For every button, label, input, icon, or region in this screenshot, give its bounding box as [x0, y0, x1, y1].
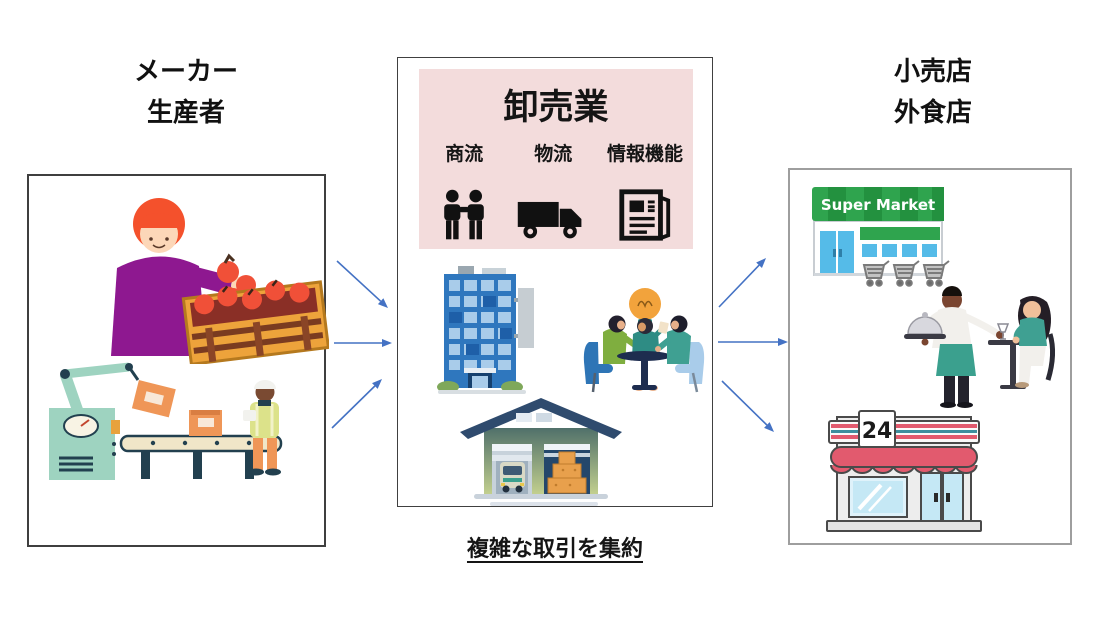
meeting-table — [617, 351, 671, 390]
store-sign-band — [828, 420, 980, 444]
store-doors — [920, 472, 964, 522]
wholesale-box: 卸売業 商流 — [397, 57, 713, 507]
convenience-store-illustration: 24 — [826, 410, 982, 532]
newspaper-icon — [619, 189, 671, 241]
retail-header-line1: 小売店 — [893, 57, 972, 87]
store-awning — [830, 446, 978, 474]
supermarket-entrance — [820, 231, 854, 275]
wholesale-functions-row: 商流 物流 — [419, 139, 693, 244]
belt-boxes — [189, 410, 222, 436]
function-butsuryu-label: 物流 — [534, 143, 573, 165]
factory-worker — [243, 380, 281, 476]
supermarket-sign-text: Super Market — [821, 196, 935, 214]
wholesale-title: 卸売業 — [503, 88, 609, 128]
factory-conveyor-illustration — [49, 362, 283, 480]
warehouse-boxes-bay — [544, 444, 590, 494]
flow-arrow-head — [756, 258, 766, 268]
team-meeting-illustration — [583, 288, 705, 393]
flow-arrow-head — [377, 298, 388, 308]
meeting-right-person — [655, 315, 705, 393]
function-joho: 情報機能 — [597, 139, 693, 244]
flow-arrow-head — [372, 379, 382, 389]
store-24h-sign: 24 — [858, 410, 896, 448]
function-joho-label: 情報機能 — [607, 143, 684, 165]
office-building-illustration — [437, 266, 534, 394]
customer-figure — [1012, 295, 1056, 388]
supermarket-sign: Super Market — [812, 187, 944, 221]
restaurant-serving-illustration — [904, 286, 1056, 408]
store-window — [848, 476, 908, 518]
flow-arrow-line — [718, 264, 760, 308]
tomato-crate — [181, 279, 329, 364]
packing-machine — [49, 408, 120, 480]
function-shoryu: 商流 — [419, 139, 509, 244]
producers-header-line1: メーカー — [133, 57, 238, 87]
producers-header-line2: 生産者 — [146, 98, 225, 128]
flow-arrow-head — [778, 338, 788, 346]
producers-box — [27, 174, 329, 547]
retail-column-header: 小売店 外食店 — [828, 52, 1038, 134]
flow-arrow-head — [764, 422, 774, 432]
waiter-figure — [904, 286, 1004, 408]
warehouse-van-bay — [492, 444, 532, 494]
supermarket-awnings — [860, 227, 940, 257]
farmer-with-produce-crate-illustration — [111, 198, 329, 364]
consolidation-caption: 複雑な取引を集約 — [466, 537, 643, 562]
flow-arrow-line — [336, 260, 382, 302]
robot-arm — [59, 362, 176, 418]
supermarket-illustration: Super Market — [812, 187, 950, 287]
flow-arrow-line — [331, 385, 376, 429]
retail-header-line2: 外食店 — [893, 98, 972, 128]
store-24h-sign-text: 24 — [862, 419, 893, 444]
flow-arrow-line — [721, 380, 768, 426]
function-butsuryu: 物流 — [509, 139, 597, 244]
warehouse-illustration — [460, 398, 622, 506]
function-shoryu-label: 商流 — [445, 143, 484, 165]
wholesale-header-panel: 卸売業 商流 — [419, 69, 693, 249]
truck-icon — [518, 201, 582, 239]
producers-column-header: メーカー 生産者 — [86, 52, 286, 134]
retail-box: Super Market — [788, 168, 1072, 545]
flow-arrow-head — [382, 339, 392, 347]
people-handshake-icon — [444, 189, 485, 240]
